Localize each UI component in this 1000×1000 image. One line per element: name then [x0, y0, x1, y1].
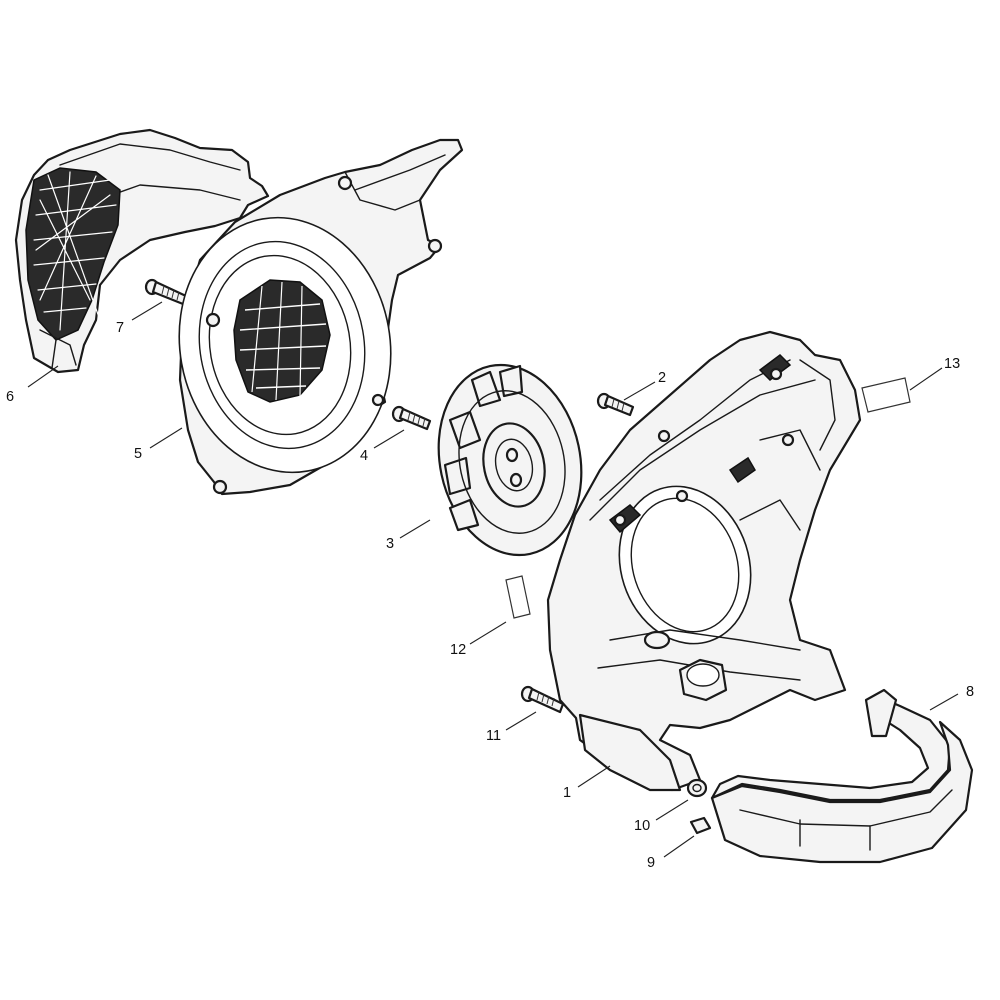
part-3-fan-impeller [437, 363, 583, 557]
callout-12: 12 [450, 642, 466, 658]
leader-lines [27, 301, 959, 858]
callout-3: 3 [386, 536, 394, 552]
callout-labels: 6 7 5 4 3 2 13 12 11 1 10 9 8 [6, 320, 974, 871]
callout-6: 6 [6, 389, 14, 405]
part-13-label [861, 377, 911, 413]
callout-2: 2 [658, 370, 666, 386]
part-9-nut [689, 816, 712, 835]
callout-4: 4 [360, 448, 368, 464]
callout-5: 5 [134, 446, 142, 462]
callout-11: 11 [486, 728, 501, 744]
part-4-bolt [391, 405, 432, 431]
leader-3 [399, 519, 431, 539]
leader-5 [149, 427, 183, 449]
leader-6 [27, 365, 59, 388]
leader-10 [655, 799, 689, 821]
leader-13 [909, 367, 943, 391]
callout-9: 9 [647, 855, 655, 871]
part-2-bolt [596, 392, 635, 417]
leader-8 [929, 693, 959, 711]
part-8-handle [710, 688, 974, 864]
part-5-fan-housing [178, 138, 464, 496]
leader-11 [505, 711, 537, 731]
part-10-grommet [686, 778, 708, 798]
callout-13: 13 [944, 356, 960, 372]
callout-10: 10 [634, 818, 650, 834]
leader-9 [663, 835, 695, 858]
leader-7 [131, 301, 163, 321]
callout-7: 7 [116, 320, 124, 336]
part-11-bolt [520, 685, 565, 714]
part-6-duct-cover [14, 128, 270, 374]
part-1-main-frame [546, 330, 862, 792]
leader-1 [577, 765, 611, 788]
callout-1: 1 [563, 785, 571, 801]
leader-2 [623, 381, 656, 401]
part-7-bolt [144, 278, 188, 306]
leader-4 [373, 429, 405, 449]
part-12-label [505, 575, 531, 619]
leader-12 [469, 621, 507, 645]
callout-8: 8 [966, 684, 974, 700]
